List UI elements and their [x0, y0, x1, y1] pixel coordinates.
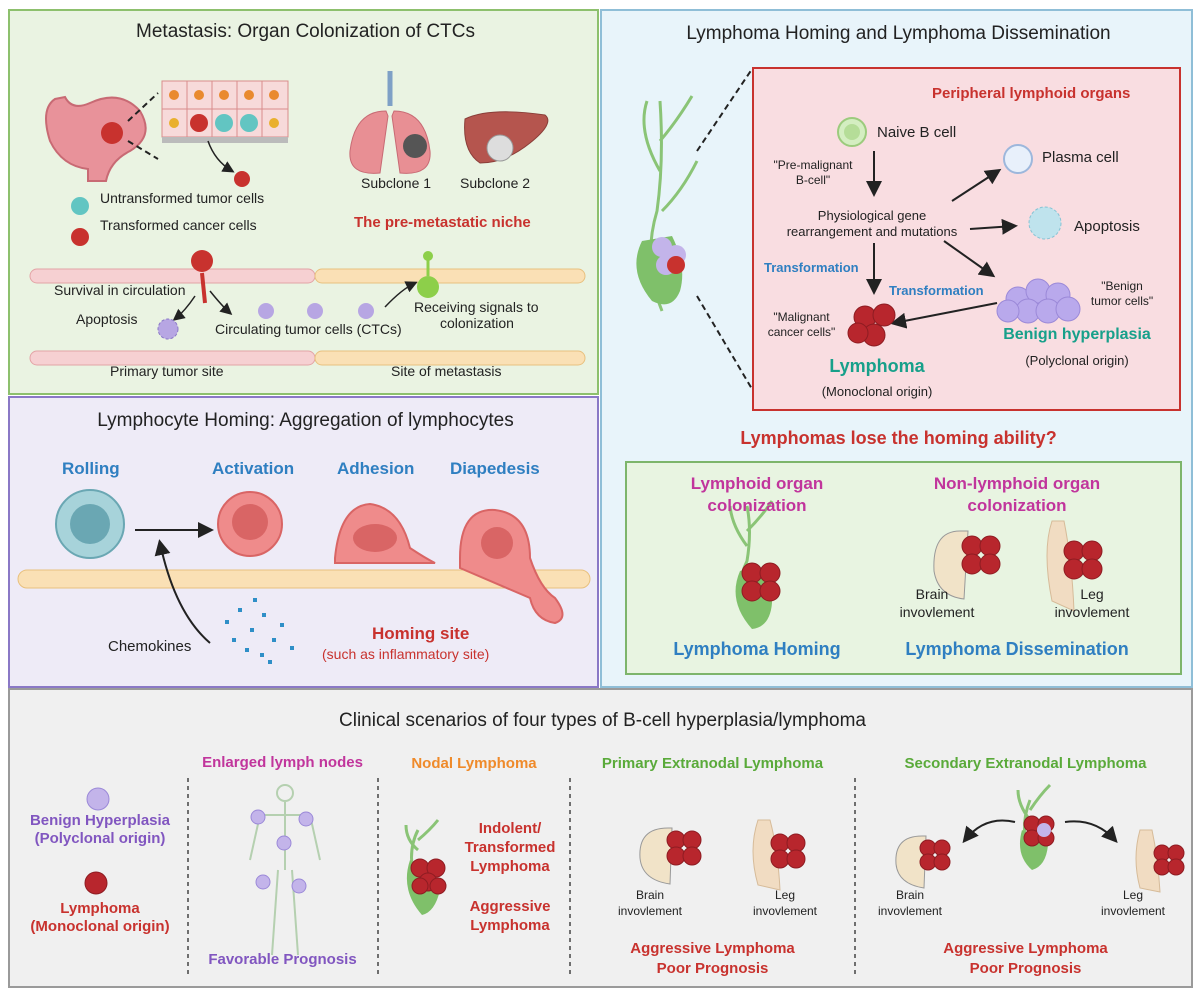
p-leg-2: invovlement [752, 904, 818, 918]
primary-site-label: Primary tumor site [110, 363, 224, 379]
epithelium-block [161, 80, 289, 143]
premalig-1: "Pre-malignant [773, 158, 853, 172]
vessel-top [29, 268, 316, 366]
clinical-panel: Clinical scenarios of four types of B-ce… [8, 688, 1193, 988]
nodal-label: Nodal Lymphoma [411, 755, 537, 772]
benign-cells-2: tumor cells" [1090, 294, 1154, 308]
p-brain-2: invovlement [617, 904, 683, 918]
peripheral-label: Peripheral lymphoid organs [932, 85, 1131, 102]
clinical-illustration [84, 778, 1185, 978]
benign-2: (Polyclonal origin) [34, 830, 166, 847]
primary-aggr-1: Aggressive Lymphoma [630, 940, 795, 957]
physio-2: rearrangement and mutations [786, 224, 958, 239]
brain-label-1: Brain [915, 586, 949, 602]
naive-label: Naive B cell [877, 124, 957, 141]
legend-untransformed: Untransformed tumor cells [100, 190, 265, 206]
plasma-label: Plasma cell [1042, 149, 1119, 166]
aggressive-2: Lymphoma [470, 917, 550, 934]
s-brain-1: Brain [895, 888, 924, 902]
favorable-label: Favorable Prognosis [208, 951, 357, 968]
lymphoma-illustration [625, 67, 1182, 675]
benign-1: Benign Hyperplasia [29, 812, 171, 829]
lymphoid-col-2: colonization [707, 496, 807, 515]
homing-site-sub: (such as inflammatory site) [322, 646, 490, 662]
receiving-label-2: colonization [440, 315, 514, 331]
receiving-label-1: Receiving signals to [414, 299, 539, 315]
primary-label: Primary Extranodal Lymphoma [601, 755, 824, 772]
metastasis-title: Metastasis: Organ Colonization of CTCs [136, 21, 475, 42]
indolent-1: Indolent/ [478, 820, 542, 837]
lungs-icon [349, 71, 431, 174]
brain-label-2: invovlement [899, 604, 975, 620]
homing-illustration [17, 489, 591, 664]
lymphocyte-homing-panel: Lymphocyte Homing: Aggregation of lympho… [8, 396, 599, 688]
p-brain-1: Brain [635, 888, 664, 902]
legend-transformed: Transformed cancer cells [100, 217, 257, 233]
survival-label: Survival in circulation [54, 282, 186, 298]
malig-2: cancer cells" [767, 325, 836, 339]
nonlymphoid-col-2: colonization [967, 496, 1067, 515]
homing-label: Lymphoma Homing [673, 639, 841, 659]
indolent-3: Lymphoma [470, 858, 550, 875]
lymphoma-panel: Lymphoma Homing and Lymphoma Disseminati… [600, 9, 1193, 688]
s-brain-2: invovlement [877, 904, 943, 918]
clinical-title: Clinical scenarios of four types of B-ce… [339, 710, 866, 731]
apoptosis-label-2: Apoptosis [1074, 218, 1140, 235]
monoclonal-label: (Monoclonal origin) [821, 384, 933, 399]
leg-label-2: invovlement [1054, 604, 1130, 620]
s-leg-1: Leg [1122, 888, 1144, 902]
nonlymphoid-col-1: Non-lymphoid organ [933, 474, 1101, 493]
dissemination-label: Lymphoma Dissemination [905, 639, 1129, 659]
question-label: Lymphomas lose the homing ability? [740, 428, 1057, 448]
lym-2: (Monoclonal origin) [30, 918, 170, 935]
transformation-1: Transformation [764, 260, 859, 275]
secondary-label: Secondary Extranodal Lymphoma [904, 755, 1147, 772]
malig-1: "Malignant [773, 310, 830, 324]
chemokines-label: Chemokines [108, 638, 192, 655]
stage-adhesion: Adhesion [337, 459, 415, 478]
metastasis-panel: Metastasis: Organ Colonization of CTCs [8, 9, 599, 395]
enlarged-label: Enlarged lymph nodes [202, 754, 363, 771]
physio-1: Physiological gene [817, 208, 927, 223]
niche-label: The pre-metastatic niche [354, 214, 531, 231]
homing-site-label: Homing site [372, 624, 470, 643]
polyclonal-label: (Polyclonal origin) [1025, 353, 1129, 368]
transformation-2: Transformation [889, 283, 984, 298]
metastasis-site-label: Site of metastasis [391, 363, 502, 379]
p-leg-1: Leg [774, 888, 796, 902]
metastasis-illustration [29, 71, 586, 366]
ctc-label: Circulating tumor cells (CTCs) [215, 321, 402, 337]
lym-1: Lymphoma [60, 900, 140, 917]
benign-cells-1: "Benign [1101, 279, 1143, 293]
indolent-2: Transformed [464, 839, 556, 856]
lymphoma-title: Lymphoma Homing and Lymphoma Disseminati… [686, 23, 1111, 44]
benign-hyper-label: Benign hyperplasia [1003, 326, 1151, 343]
apoptosis-label: Apoptosis [76, 311, 138, 327]
s-leg-2: invovlement [1100, 904, 1166, 918]
stage-activation: Activation [212, 459, 295, 478]
aggressive-1: Aggressive [469, 898, 551, 915]
primary-aggr-2: Poor Prognosis [656, 960, 769, 977]
stage-rolling: Rolling [62, 459, 120, 478]
leg-label-1: Leg [1080, 586, 1104, 602]
subclone-1-label: Subclone 1 [361, 175, 432, 191]
lymphocyte-homing-title: Lymphocyte Homing: Aggregation of lympho… [97, 410, 514, 431]
lymphoid-col-1: Lymphoid organ [690, 474, 824, 493]
stage-diapedesis: Diapedesis [450, 459, 540, 478]
lymphoma-label: Lymphoma [829, 356, 925, 376]
liver-icon [464, 111, 549, 164]
premalig-2: B-cell" [795, 173, 831, 187]
secondary-aggr-1: Aggressive Lymphoma [943, 940, 1108, 957]
subclone-2-label: Subclone 2 [460, 175, 531, 191]
secondary-aggr-2: Poor Prognosis [969, 960, 1082, 977]
